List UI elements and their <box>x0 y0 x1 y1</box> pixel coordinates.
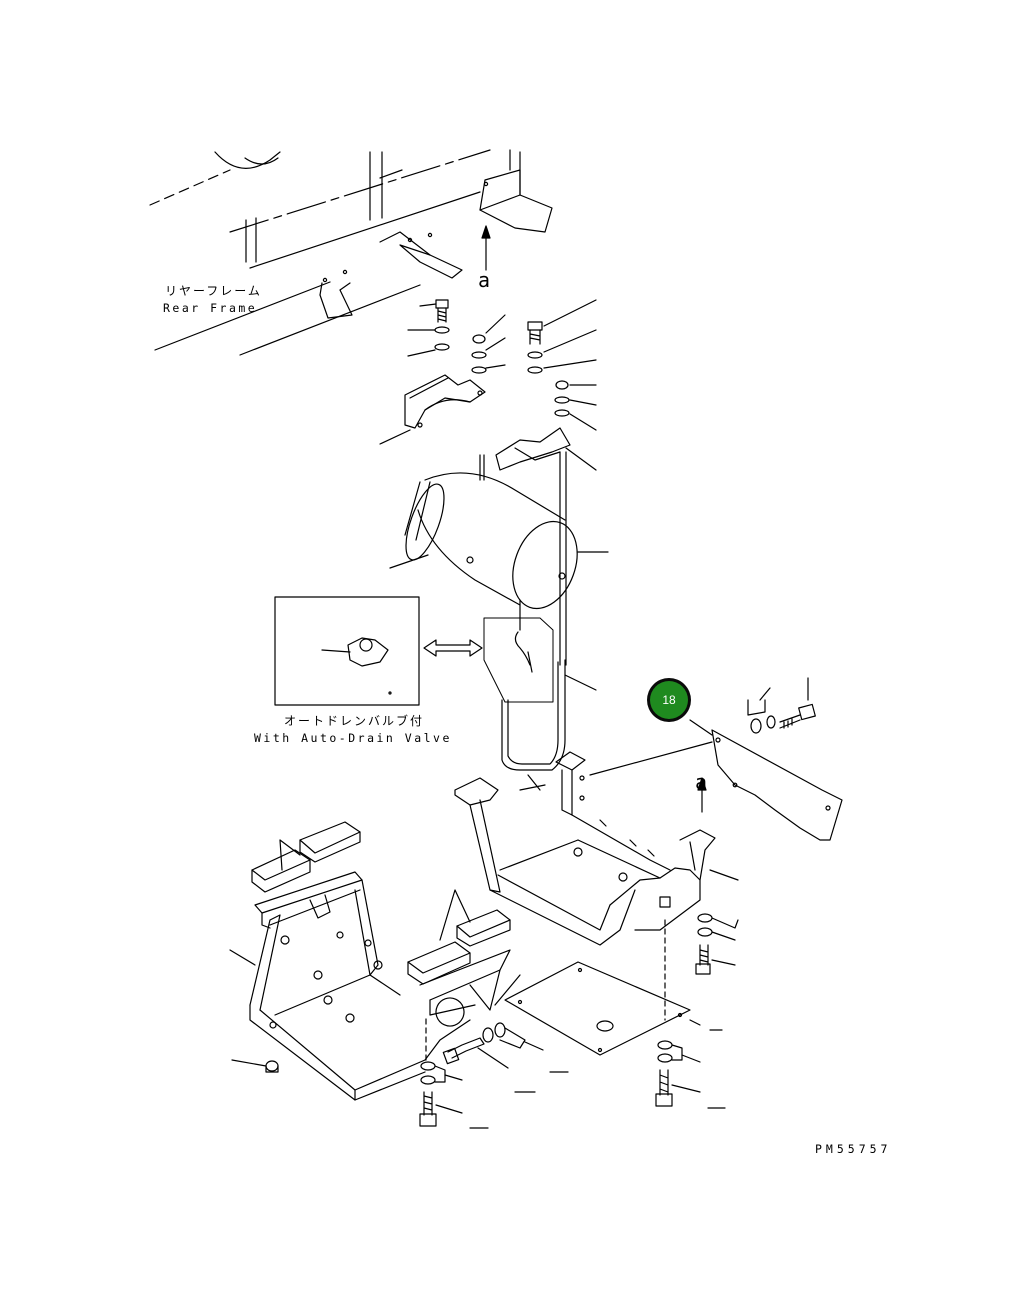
part-callout-18[interactable]: 18 <box>647 678 691 722</box>
auto-drain-label-jp: オートドレンバルブ付 <box>284 714 425 728</box>
drawing-code: PM55757 <box>815 1142 892 1156</box>
main-frame <box>229 821 521 1101</box>
bottom-left-fasteners <box>231 1017 569 1129</box>
right-fasteners <box>664 913 739 1021</box>
auto-drain-inset <box>274 596 483 706</box>
base-plate <box>504 961 726 1109</box>
left-tank-bracket <box>379 299 506 445</box>
right-tank-bracket <box>495 299 597 666</box>
tank-support-frame <box>454 751 739 946</box>
callout-number: 18 <box>650 681 688 719</box>
rear-frame-label-en: Rear Frame <box>163 301 258 315</box>
view-reference-top: a <box>478 268 491 292</box>
auto-drain-label-en: With Auto-Drain Valve <box>254 731 452 745</box>
drain-pipe <box>483 599 597 771</box>
view-reference-right: a <box>695 770 708 794</box>
rear-frame-label-jp: リヤーフレーム <box>165 284 262 298</box>
air-tank <box>389 454 609 610</box>
cover-plate <box>589 677 843 841</box>
rear-frame <box>149 149 553 356</box>
